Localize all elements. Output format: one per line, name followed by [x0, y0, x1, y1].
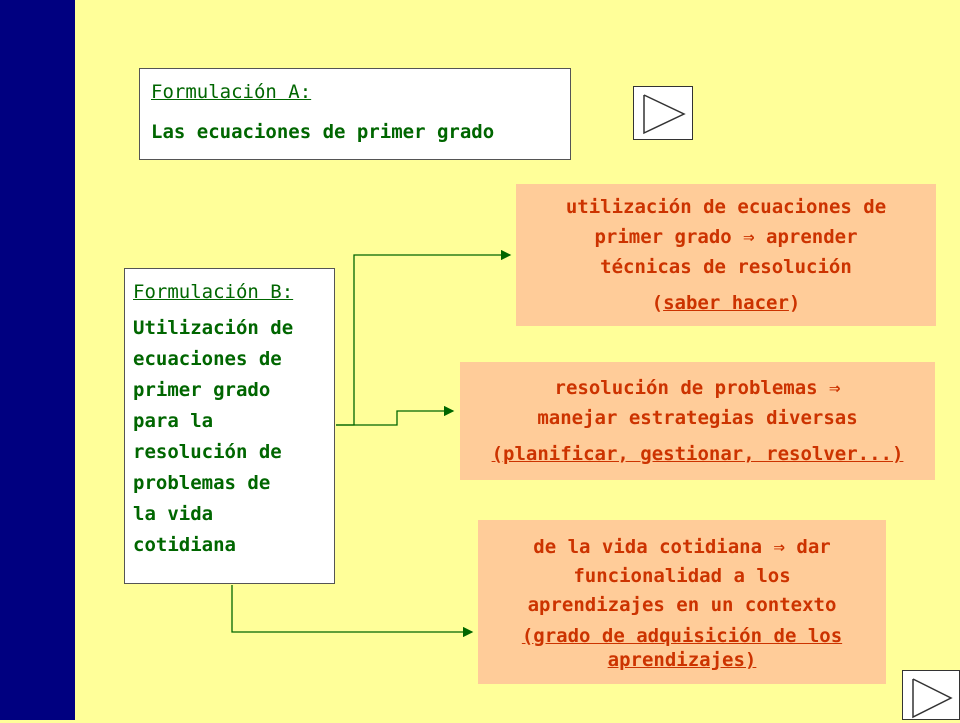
- estrategias-box: resolución de problemas ⇒ manejar estrat…: [460, 362, 935, 480]
- arrow-to-box2: [336, 405, 455, 426]
- box2-line: manejar estrategias diversas: [537, 407, 858, 429]
- formulacion-a-box: Formulación A: Las ecuaciones de primer …: [139, 68, 571, 160]
- box1-underlined: saber hacer: [663, 292, 789, 314]
- formulacion-b-label: Formulación B:: [133, 281, 294, 303]
- formulacion-b-line: resolución de: [133, 441, 282, 463]
- formulacion-b-line: ecuaciones de: [133, 348, 282, 370]
- box1-paren-close: ): [788, 292, 801, 314]
- box3-underlined: (grado de adquisición de los aprendizaje…: [521, 624, 843, 671]
- next-slide-button-bottom[interactable]: [902, 670, 960, 720]
- formulacion-b-box: Formulación B: Utilización de ecuaciones…: [124, 268, 335, 584]
- box1-line: técnicas de resolución: [600, 256, 852, 278]
- formulacion-b-line: primer grado: [133, 379, 271, 401]
- formulacion-b-line: problemas de: [133, 472, 271, 494]
- formulacion-b-line: Utilización de: [133, 317, 294, 339]
- left-sidebar-bar: [0, 0, 75, 720]
- box1-paren-open: (: [651, 292, 664, 314]
- formulacion-a-text: Las ecuaciones de primer grado: [151, 121, 495, 143]
- formulacion-b-line: cotidiana: [133, 534, 236, 556]
- play-triangle-icon: [912, 678, 953, 719]
- box3-line: funcionalidad a los: [573, 564, 791, 587]
- box3-line: aprendizajes en un contexto: [527, 593, 837, 616]
- saber-hacer-box: utilización de ecuaciones de primer grad…: [516, 184, 936, 326]
- box1-line: primer grado ⇒ aprender: [594, 226, 858, 248]
- formulacion-b-line: para la: [133, 410, 214, 432]
- box1-line: utilización de ecuaciones de: [565, 196, 887, 218]
- next-slide-button[interactable]: [633, 86, 693, 140]
- formulacion-a-label: Formulación A:: [151, 81, 312, 103]
- box1-line-paren: (saber hacer): [516, 288, 936, 318]
- box2-underlined: (planificar, gestionar, resolver...): [491, 443, 904, 465]
- box3-line: de la vida cotidiana ⇒ dar: [533, 535, 831, 558]
- funcionalidad-box: de la vida cotidiana ⇒ dar funcionalidad…: [478, 520, 886, 684]
- arrow-to-box3: [231, 585, 474, 638]
- play-triangle-icon: [643, 94, 686, 135]
- formulacion-b-text: Utilización de ecuaciones de primer grad…: [133, 313, 334, 561]
- box2-line: resolución de problemas ⇒: [554, 377, 841, 399]
- formulacion-b-line: la vida: [133, 503, 214, 525]
